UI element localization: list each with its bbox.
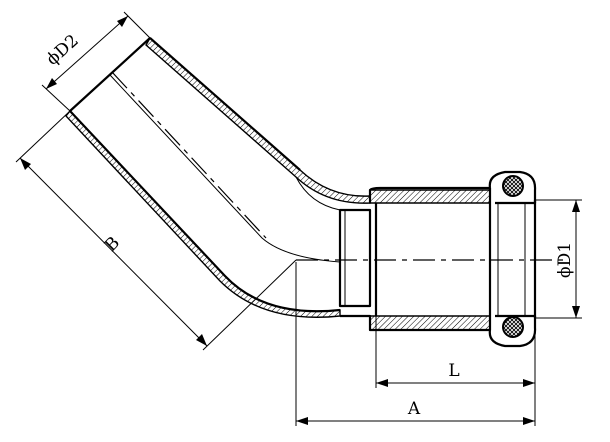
label-d2: ϕD2 bbox=[43, 31, 83, 70]
tube-end bbox=[69, 37, 151, 112]
socket-body bbox=[338, 170, 537, 348]
dim-d1: ϕD1 bbox=[535, 199, 582, 319]
label-l: L bbox=[448, 361, 459, 381]
dim-b: B bbox=[15, 110, 297, 351]
dim-l: L bbox=[375, 316, 536, 426]
o-ring-bottom bbox=[502, 316, 524, 338]
dim-a: A bbox=[295, 262, 535, 426]
centerlines bbox=[111, 71, 570, 261]
label-b: B bbox=[101, 233, 124, 256]
o-ring-top bbox=[502, 175, 524, 197]
elbow-body bbox=[65, 36, 371, 318]
inner-wall bbox=[65, 109, 341, 318]
label-d1: ϕD1 bbox=[555, 242, 575, 278]
label-a: A bbox=[407, 399, 421, 419]
